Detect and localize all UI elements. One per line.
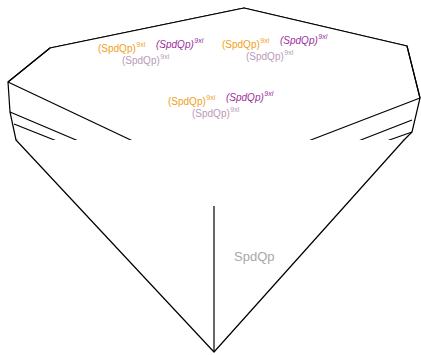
formula-label: (SpdQp): [192, 109, 230, 119]
crown-line: [407, 46, 420, 98]
formula-label: (SpdQp): [168, 97, 206, 107]
superscript-label: 9xl: [260, 37, 269, 44]
formula-label: (SpdQp): [280, 36, 318, 46]
crown-line: [8, 48, 50, 82]
pavilion-outline: [16, 140, 404, 352]
formula-label: (SpdQp): [98, 44, 136, 54]
formula-label: (SpdQp): [226, 93, 264, 103]
superscript-label: 9xl: [206, 94, 215, 101]
superscript-label: 9xl: [284, 49, 293, 56]
superscript-label: 9xl: [160, 53, 169, 60]
superscript-label: 9xl: [264, 90, 273, 97]
superscript-label: 9xl: [136, 41, 145, 48]
formula-label: (SpdQp): [222, 40, 260, 50]
formula-label: (SpdQp): [122, 56, 160, 66]
formula-label: SpdQp: [234, 250, 274, 263]
superscript-label: 9xl: [194, 37, 203, 44]
formula-label: (SpdQp): [156, 40, 194, 50]
pavilion-line: [213, 206, 214, 352]
superscript-label: 9xl: [318, 33, 327, 40]
superscript-label: 9xl: [230, 106, 239, 113]
formula-label: (SpdQp): [246, 52, 284, 62]
